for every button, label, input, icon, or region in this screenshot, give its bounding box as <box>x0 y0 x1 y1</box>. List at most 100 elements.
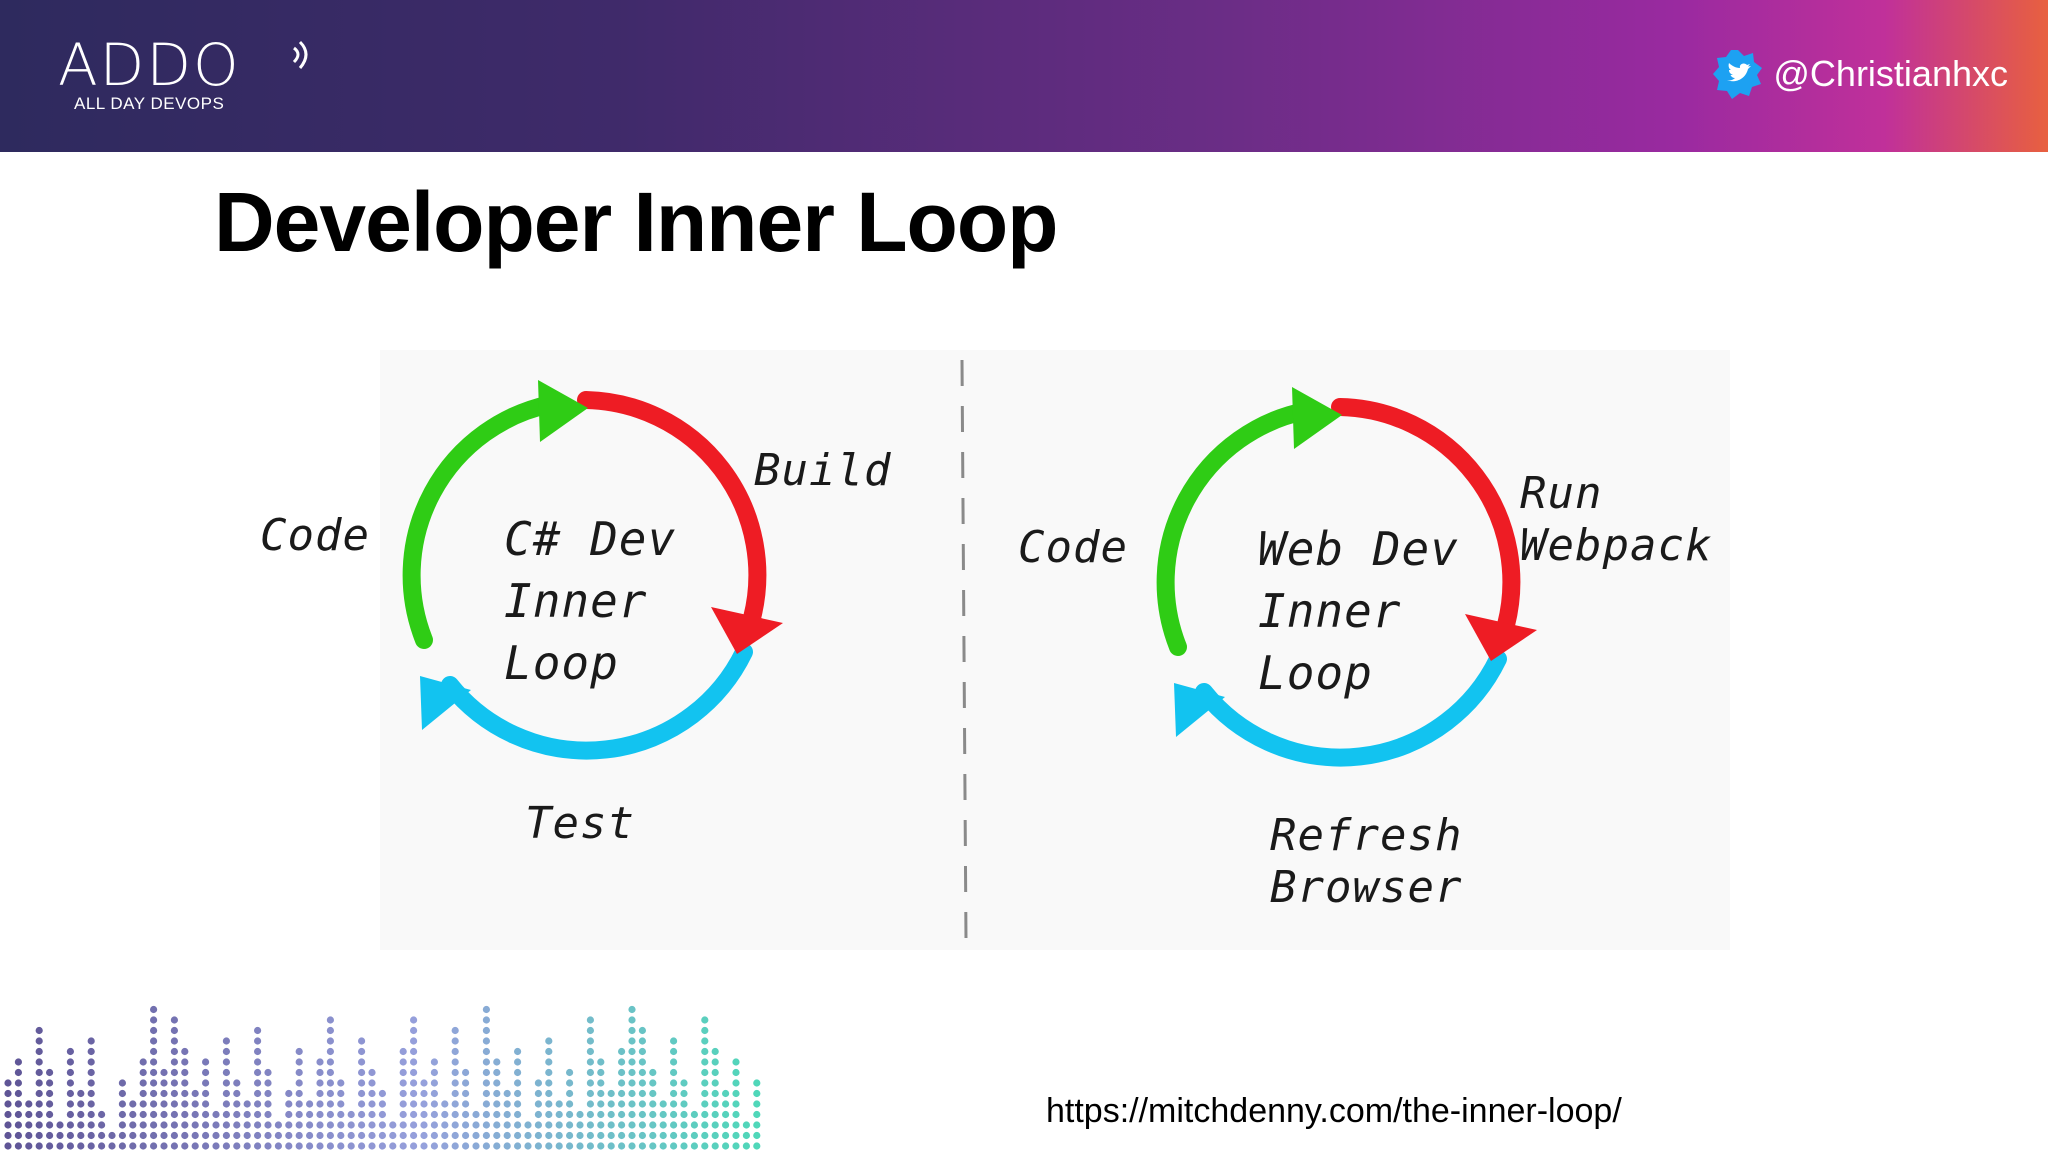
equalizer-dot <box>534 1142 543 1150</box>
equalizer-dot <box>254 1142 262 1150</box>
equalizer-dot <box>618 1079 626 1087</box>
equalizer-dot <box>586 1100 595 1108</box>
equalizer-dot <box>451 1026 459 1035</box>
equalizer-dot <box>638 1047 647 1056</box>
equalizer-dot <box>4 1142 12 1150</box>
equalizer-dot <box>462 1131 470 1140</box>
equalizer-dot <box>150 1016 158 1024</box>
equalizer-dot <box>566 1142 574 1150</box>
equalizer-dot <box>87 1142 95 1150</box>
equalizer-dot <box>46 1100 54 1108</box>
equalizer-dot <box>150 1089 158 1098</box>
equalizer-dot <box>545 1100 553 1108</box>
equalizer-dot <box>534 1110 543 1119</box>
equalizer-dot <box>638 1079 647 1087</box>
equalizer-dot <box>139 1110 147 1119</box>
equalizer-dot <box>139 1121 147 1129</box>
equalizer-dot <box>202 1142 210 1150</box>
equalizer-dot <box>108 1142 116 1150</box>
equalizer-dot <box>462 1100 470 1108</box>
equalizer-dot <box>56 1121 64 1129</box>
equalizer-dot <box>420 1089 428 1098</box>
equalizer-dot <box>222 1121 230 1129</box>
equalizer-dot <box>222 1047 230 1056</box>
equalizer-dot <box>420 1121 428 1129</box>
equalizer-dot <box>87 1089 95 1098</box>
equalizer-dot <box>472 1110 480 1119</box>
equalizer-dot <box>77 1089 85 1098</box>
equalizer-dot <box>462 1142 470 1150</box>
equalizer-dot <box>514 1131 522 1140</box>
equalizer-dot <box>701 1100 709 1108</box>
equalizer-dot <box>316 1089 324 1098</box>
equalizer-dot <box>503 1089 511 1098</box>
equalizer-dot <box>139 1089 147 1098</box>
equalizer-dot <box>295 1121 303 1129</box>
right-code-arrowhead <box>1292 387 1342 449</box>
equalizer-dot <box>316 1131 324 1140</box>
equalizer-dot <box>14 1058 22 1066</box>
equalizer-dot <box>649 1131 657 1140</box>
equalizer-dot <box>482 1026 490 1035</box>
equalizer-dot <box>181 1100 189 1108</box>
equalizer-dot <box>254 1026 262 1035</box>
equalizer-dot <box>493 1068 501 1077</box>
equalizer-dot <box>711 1142 719 1150</box>
equalizer-dot <box>410 1026 418 1035</box>
equalizer-dot <box>586 1089 595 1098</box>
equalizer-dot <box>555 1142 563 1150</box>
equalizer-dot <box>264 1121 272 1129</box>
equalizer-dot <box>316 1058 324 1066</box>
equalizer-dot <box>347 1121 355 1129</box>
equalizer-dot <box>638 1100 647 1108</box>
dashed-divider <box>960 359 968 941</box>
equalizer-dot <box>493 1121 501 1129</box>
equalizer-dot <box>202 1110 210 1119</box>
equalizer-dot <box>326 1131 334 1140</box>
equalizer-dot <box>670 1110 678 1119</box>
equalizer-dot <box>254 1079 262 1087</box>
equalizer-dot <box>264 1079 272 1087</box>
equalizer-dot <box>430 1058 438 1066</box>
equalizer-dot <box>129 1121 137 1129</box>
equalizer-dot <box>399 1131 407 1140</box>
equalizer-dot <box>441 1110 449 1119</box>
equalizer-dot <box>77 1121 85 1129</box>
equalizer-dot <box>150 1110 158 1119</box>
source-url: https://mitchdenny.com/the-inner-loop/ <box>1046 1092 1622 1130</box>
equalizer-dot <box>243 1142 251 1150</box>
equalizer-dot <box>430 1068 438 1077</box>
equalizer-dot <box>264 1131 272 1140</box>
equalizer-dot <box>46 1110 54 1119</box>
equalizer-dot <box>4 1079 12 1087</box>
header-band: ADDO ALL DAY DEVOPS @Christianhxc <box>0 0 2048 152</box>
equalizer-dot <box>389 1142 397 1150</box>
equalizer-dot <box>222 1037 230 1045</box>
equalizer-dot <box>326 1121 334 1129</box>
equalizer-dot <box>399 1110 407 1119</box>
equalizer-dot <box>378 1089 386 1098</box>
equalizer-dot <box>295 1100 303 1108</box>
equalizer-dot <box>170 1110 178 1119</box>
equalizer-dot <box>66 1142 74 1150</box>
equalizer-dot <box>555 1131 563 1140</box>
equalizer-dot <box>358 1100 366 1108</box>
equalizer-dot <box>690 1121 699 1129</box>
equalizer-dot <box>638 1058 647 1066</box>
equalizer-dot <box>170 1058 178 1066</box>
equalizer-dot <box>212 1142 220 1150</box>
equalizer-dot <box>77 1110 85 1119</box>
equalizer-dot <box>306 1121 314 1129</box>
equalizer-dot <box>618 1089 626 1098</box>
equalizer-dot <box>649 1142 657 1150</box>
equalizer-dot <box>680 1079 688 1087</box>
equalizer-dot <box>701 1110 709 1119</box>
equalizer-dot <box>410 1016 418 1024</box>
equalizer-dot <box>670 1089 678 1098</box>
equalizer-dot <box>732 1142 740 1150</box>
equalizer-dot <box>451 1068 459 1077</box>
equalizer-dot <box>451 1100 459 1108</box>
equalizer-dot <box>98 1121 106 1129</box>
equalizer-dot <box>118 1079 126 1087</box>
equalizer-dot <box>326 1016 334 1024</box>
